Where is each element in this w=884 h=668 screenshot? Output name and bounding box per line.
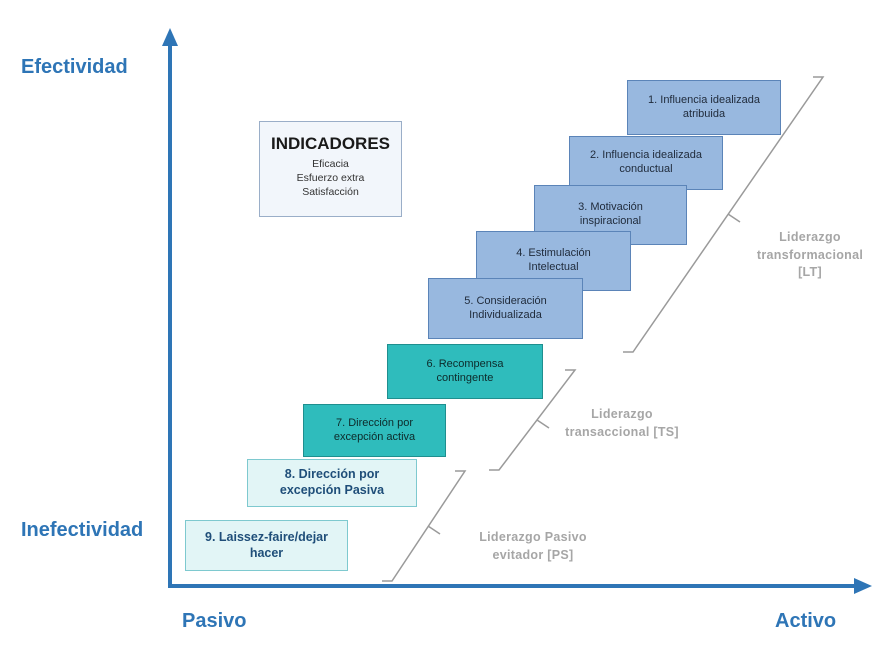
y-axis-arrowhead [162, 28, 178, 46]
factor-line2: atribuida [682, 107, 726, 120]
group-label-line: Liderazgo [591, 407, 653, 421]
factor-line2: Intelectual [528, 261, 579, 273]
factor-line2: contingente [436, 371, 494, 384]
factor-line1: 9. Laissez-faire/dejar [205, 529, 328, 544]
group-label-line: evitador [PS] [492, 547, 574, 562]
factor-line1: 2. Influencia idealizada [590, 149, 702, 162]
x-axis [168, 578, 872, 594]
factor-line2: inspiracional [579, 215, 642, 227]
factor-box-6: 6. Recompensa contingente [387, 344, 543, 399]
factor-line1: 7. Dirección por [335, 416, 414, 429]
factor-line1: 3. Motivación [578, 201, 643, 214]
indicator-item: Satisfacción [302, 186, 359, 199]
axis-label-efectividad: Efectividad [21, 56, 128, 78]
factor-line1: 6. Recompensa [426, 357, 504, 370]
bracket-ps-tick [427, 525, 441, 535]
indicator-item: Eficacia [312, 158, 349, 170]
group-label-ps: Liderazgo Pasivo evitador [PS] [464, 529, 602, 564]
factor-line1: 1. Influencia idealizada [648, 93, 760, 106]
factor-box-8: 8. Dirección por excepción Pasiva [247, 459, 417, 507]
axis-label-activo: Activo [775, 610, 837, 632]
axis-label-inefectividad: Inefectividad [21, 519, 144, 541]
indicators-box: INDICADORES Eficacia Esfuerzo extra Sati… [259, 121, 402, 217]
group-label-ts: Liderazgo transaccional [TS] [548, 406, 696, 441]
group-label-lt: Liderazgo transformacional [LT] [742, 229, 878, 282]
group-label-line: transaccional [TS] [565, 424, 679, 439]
group-label-line: Liderazgo Pasivo [479, 530, 587, 544]
indicators-title: INDICADORES [270, 134, 390, 153]
factor-line2: Individualizada [469, 308, 542, 321]
factor-line1: 8. Dirección por [284, 467, 380, 482]
factor-box-7: 7. Dirección por excepción activa [303, 404, 446, 457]
factor-line2: conductual [619, 163, 673, 175]
factor-line2: hacer [249, 545, 284, 560]
y-axis [162, 28, 178, 586]
indicator-item: Esfuerzo extra [296, 172, 365, 185]
bracket-lt-tick [727, 213, 741, 223]
factor-box-5: 5. Consideración Individualizada [428, 278, 583, 339]
x-axis-arrowhead [854, 578, 872, 594]
group-label-line: [LT] [798, 265, 822, 279]
factor-line1: 5. Consideración [464, 294, 547, 307]
axis-label-pasivo: Pasivo [182, 610, 247, 632]
factor-box-9: 9. Laissez-faire/dejar hacer [185, 520, 348, 571]
factor-box-2: 2. Influencia idealizada conductual [569, 136, 723, 190]
factor-line1: 4. Estimulación [516, 247, 591, 260]
bracket-ts-tick [536, 419, 550, 429]
group-label-line: transformacional [756, 247, 864, 262]
factor-line2: excepción activa [333, 430, 416, 443]
factor-box-1: 1. Influencia idealizada atribuida [627, 80, 781, 135]
factor-line2: excepción Pasiva [279, 483, 385, 497]
group-label-line: Liderazgo [779, 230, 841, 244]
